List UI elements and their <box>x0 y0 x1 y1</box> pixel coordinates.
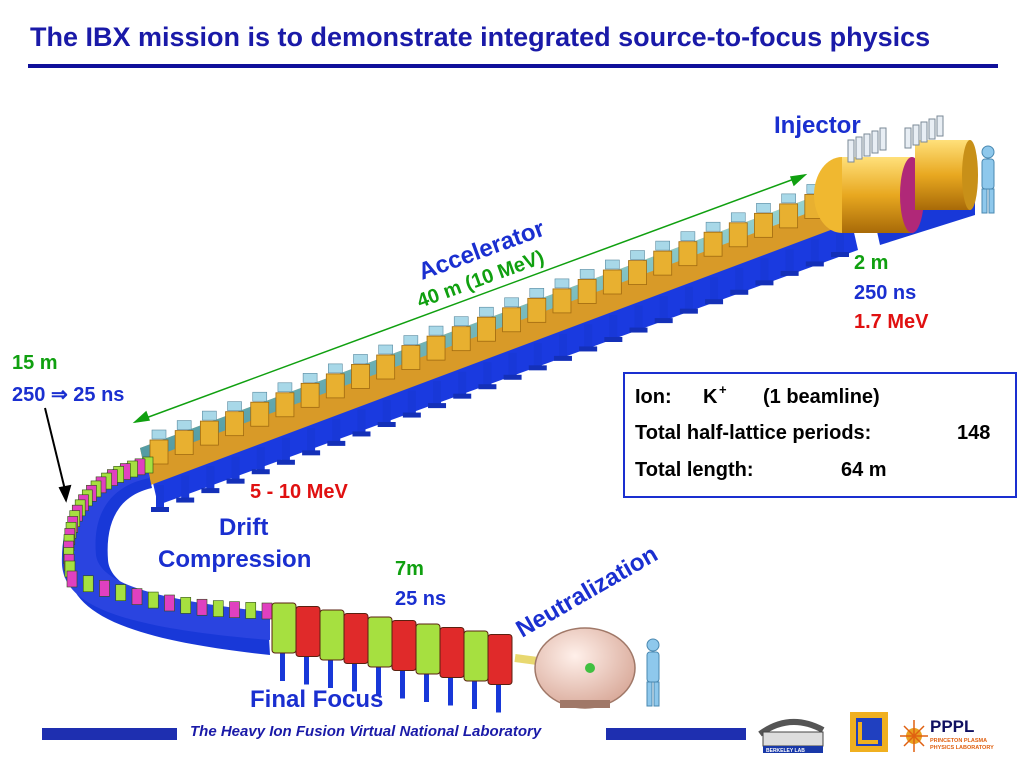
footer-text: The Heavy Ion Fusion Virtual National La… <box>190 723 542 740</box>
drift-pointer-arrow <box>44 407 72 503</box>
mid-energy-label: 5 - 10 MeV <box>250 481 348 503</box>
final-focus-pulse-label: 25 ns <box>395 588 447 610</box>
ion-charge: + <box>719 382 727 397</box>
svg-text:PRINCETON PLASMA: PRINCETON PLASMA <box>930 738 987 744</box>
injector-pulse-label: 250 ns <box>854 282 917 304</box>
drift-length-label: 15 m <box>12 352 58 374</box>
accelerator-length-arrow <box>132 173 808 424</box>
svg-text:BERKELEY LAB: BERKELEY LAB <box>766 748 805 754</box>
injector-assembly <box>814 115 978 245</box>
person-figure-icon <box>981 145 995 214</box>
drift-pulse-label: 250 ⇒ 25 ns <box>12 384 125 406</box>
person-figure-icon <box>646 638 660 707</box>
final-focus-magnets <box>271 602 513 713</box>
title-divider <box>28 64 998 68</box>
svg-text:PHYSICS LABORATORY: PHYSICS LABORATORY <box>930 745 994 751</box>
parameters-box: Ion: K + (1 beamline) Total half-lattice… <box>623 372 1017 498</box>
target-chamber <box>514 627 636 709</box>
svg-text:PPPL: PPPL <box>930 717 974 736</box>
drift-compression-label-line2: Compression <box>158 546 312 573</box>
implies-arrow-icon: ⇒ <box>50 384 68 406</box>
accelerator-body <box>140 174 852 486</box>
accelerator-stands <box>150 215 858 512</box>
drift-compression-section <box>61 456 273 655</box>
footer-bar-left <box>42 728 177 740</box>
injector-length-label: 2 m <box>854 252 889 274</box>
llnl-logo <box>850 712 888 752</box>
pppl-logo: PPPL PRINCETON PLASMA PHYSICS LABORATORY <box>900 717 994 752</box>
final-focus-length-label: 7m <box>395 558 424 580</box>
final-focus-label: Final Focus <box>250 686 384 713</box>
injector-label: Injector <box>774 112 861 139</box>
footer-bar-right <box>606 728 746 740</box>
berkeley-lab-logo: BERKELEY LAB <box>758 718 825 754</box>
drift-compression-label-line1: Drift <box>219 514 269 541</box>
injector-energy-label: 1.7 MeV <box>854 311 929 333</box>
page-title: The IBX mission is to demonstrate integr… <box>30 22 931 52</box>
